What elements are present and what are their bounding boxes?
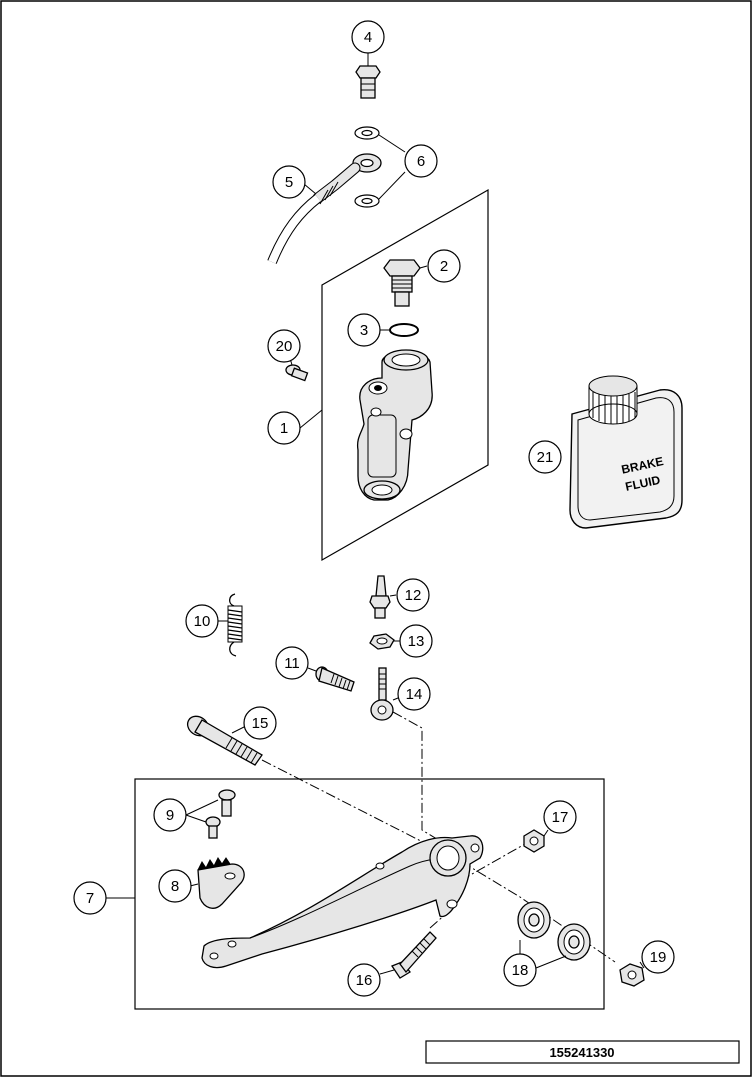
callout-1-number: 1 — [280, 420, 288, 437]
part-6-sealing-washers — [354, 126, 406, 208]
callout-18: 18 — [503, 953, 537, 987]
callout-5-number: 5 — [285, 174, 293, 191]
part-10-spring — [218, 593, 243, 657]
part-19-nut — [619, 961, 645, 987]
callout-10: 10 — [185, 604, 219, 638]
callout-19: 19 — [641, 940, 675, 974]
part-14-clevis — [370, 667, 399, 721]
callout-9: 9 — [153, 798, 187, 832]
callout-14: 14 — [397, 677, 431, 711]
callout-1: 1 — [267, 411, 301, 445]
callout-2-number: 2 — [440, 258, 448, 275]
callout-8-number: 8 — [171, 878, 179, 895]
part-13-nut — [369, 633, 400, 650]
callout-17: 17 — [543, 800, 577, 834]
callout-4-number: 4 — [364, 29, 372, 46]
assembly-line-clevis — [392, 711, 456, 851]
callout-19-number: 19 — [650, 949, 667, 966]
callout-21-number: 21 — [537, 449, 554, 466]
callout-18-number: 18 — [512, 962, 529, 979]
callout-12: 12 — [396, 578, 430, 612]
callout-6-number: 6 — [417, 153, 425, 170]
callout-7: 7 — [73, 881, 107, 915]
assembly-line-nut — [464, 839, 533, 879]
callout-11: 11 — [275, 646, 309, 680]
callout-3-number: 3 — [360, 322, 368, 339]
callout-13-number: 13 — [408, 633, 425, 650]
part-12-bleed-nipple — [369, 575, 397, 619]
callout-16-number: 16 — [356, 972, 373, 989]
callout-4: 4 — [351, 20, 385, 54]
part-9-screws — [185, 789, 236, 839]
callout-12-number: 12 — [405, 587, 422, 604]
callout-20: 20 — [267, 329, 301, 363]
drawing-number-box: 155241330 — [425, 1040, 740, 1064]
part-1-master-cylinder — [299, 349, 433, 501]
callout-8: 8 — [158, 869, 192, 903]
part-18-bearings — [517, 901, 591, 969]
callout-16: 16 — [347, 963, 381, 997]
part-3-o-ring — [378, 323, 419, 337]
master-cylinder-assembly-frame — [321, 188, 489, 562]
callout-15: 15 — [243, 706, 277, 740]
drawing-number: 155241330 — [549, 1045, 614, 1060]
callout-3: 3 — [347, 313, 381, 347]
callout-17-number: 17 — [552, 809, 569, 826]
part-2-reservoir-plug — [383, 259, 428, 307]
callout-10-number: 10 — [194, 613, 211, 630]
part-7-brake-pedal — [106, 835, 484, 969]
callout-2: 2 — [427, 249, 461, 283]
callout-15-number: 15 — [252, 715, 269, 732]
brake-pedal-assembly-frame — [134, 778, 605, 1010]
callout-11-number: 11 — [284, 655, 300, 672]
callout-13: 13 — [399, 624, 433, 658]
callout-21: 21 — [528, 440, 562, 474]
callout-6: 6 — [404, 144, 438, 178]
part-15-pivot-bolt — [186, 715, 263, 766]
callout-14-number: 14 — [406, 686, 423, 703]
part-16-screw — [379, 931, 437, 979]
callout-20-number: 20 — [276, 338, 293, 355]
part-21-brake-fluid-container: BRAKE FLUID — [569, 375, 683, 529]
part-17-nut — [523, 829, 549, 853]
callout-9-number: 9 — [166, 807, 174, 824]
callout-7-number: 7 — [86, 890, 94, 907]
part-5-brake-hose — [267, 153, 382, 264]
part-8-pedal-tip — [189, 857, 245, 909]
callout-5: 5 — [272, 165, 306, 199]
part-11-bolt — [307, 666, 355, 692]
part-4-banjo-bolt — [355, 52, 381, 99]
